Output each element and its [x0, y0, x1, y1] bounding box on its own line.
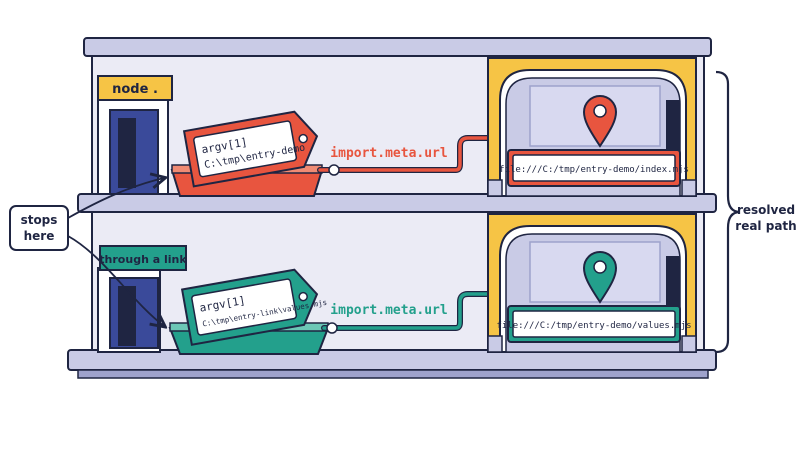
map-pin-icon: [582, 95, 618, 148]
top-wire-label: import.meta.url: [330, 146, 447, 161]
bottom-tag-hole: [298, 291, 308, 302]
stops-arrow-top: [67, 178, 164, 219]
bottom-wire-plug: [326, 322, 338, 334]
top-arch-base-right: [681, 179, 697, 197]
top-wire: import.meta.url: [317, 135, 521, 176]
top-doorway: node .: [97, 75, 173, 195]
top-tag-group: argv[1] C:\tmp\entry-demo: [170, 110, 324, 197]
bottom-wire-line: [322, 292, 520, 330]
bottom-door-shadow: [118, 286, 136, 346]
bottom-tag-card: [191, 278, 298, 336]
top-tag-card: [193, 120, 298, 178]
bottom-tag-group: argv[1] C:\tmp\entry-link\values.mjs: [168, 268, 330, 355]
bottom-wire-label: import.meta.url: [330, 303, 447, 318]
top-tag-hole: [298, 133, 308, 144]
bottom-wire: import.meta.url: [321, 291, 521, 334]
bottom-arch-room: file:///C:/tmp/entry-demo/values.mjs: [487, 213, 697, 353]
resolved-callout: resolved real path: [715, 70, 797, 354]
top-door-sign: [97, 75, 173, 101]
roof-slab: [83, 37, 712, 57]
bottom-door-sign: [99, 245, 187, 271]
resolved-line2: real path: [735, 219, 796, 233]
resolved-line1: resolved: [737, 203, 795, 217]
stops-here-box: [9, 205, 69, 251]
bottom-arch-base-left: [487, 335, 503, 353]
top-arch-room: file:///C:/tmp/entry-demo/index.mjs: [487, 57, 697, 197]
top-arch-base-left: [487, 179, 503, 197]
stops-here-callout: stops here: [9, 178, 164, 326]
stops-arrow-bottom: [67, 235, 164, 326]
top-screen-text: file:///C:/tmp/entry-demo/index.mjs: [499, 165, 689, 175]
stops-line2: here: [24, 229, 55, 243]
ground-base: [77, 369, 709, 379]
map-pin-icon: [582, 251, 618, 304]
bottom-door-label: through a link: [99, 253, 187, 266]
bottom-screen: [512, 310, 676, 338]
top-door-label: node .: [112, 82, 158, 97]
resolved-bracket: [715, 70, 741, 354]
bottom-arch-base-right: [681, 335, 697, 353]
top-luggage-tag: argv[1] C:\tmp\entry-demo: [182, 110, 319, 188]
top-wire-plug: [328, 164, 340, 176]
top-wire-line: [318, 136, 520, 172]
bottom-screen-text: file:///C:/tmp/entry-demo/values.mjs: [496, 321, 691, 331]
stops-line1: stops: [21, 213, 58, 227]
top-door-shadow: [118, 118, 136, 188]
top-screen: [512, 154, 676, 182]
